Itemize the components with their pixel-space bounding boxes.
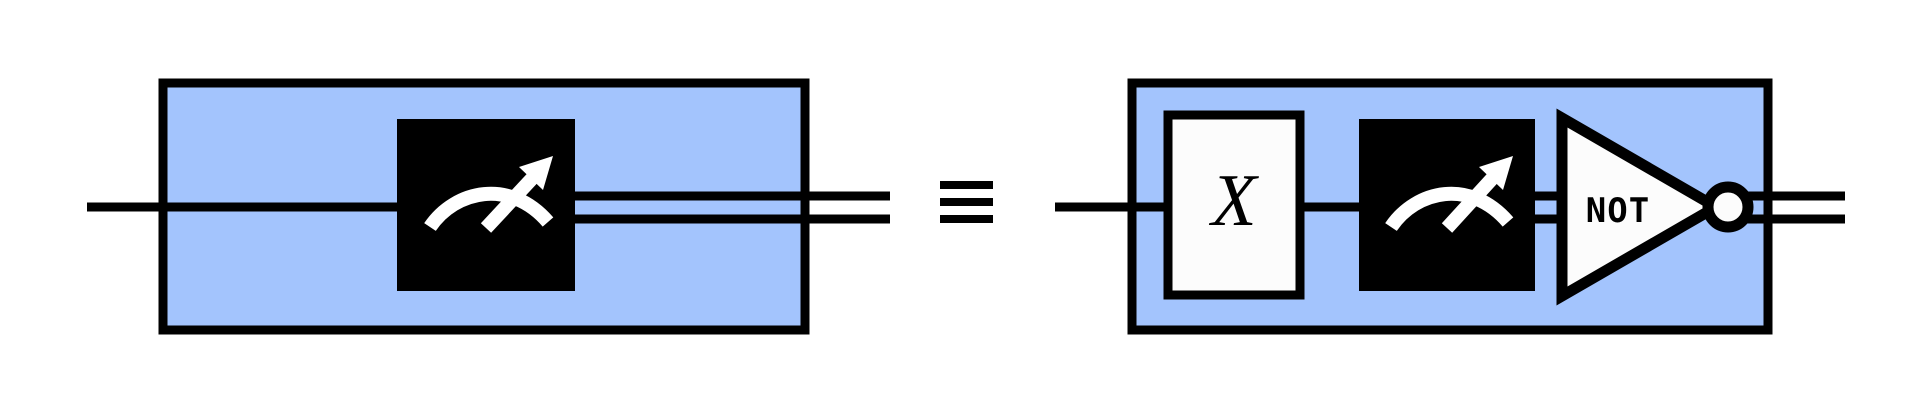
right-x-gate-body (1163, 110, 1305, 300)
measure-meter-icon (1385, 156, 1514, 233)
left-measurement-gate-body (397, 119, 575, 291)
right-x-gate-label: X (1208, 160, 1259, 242)
left-circuit (87, 78, 890, 335)
not-gate-icon (1556, 108, 1727, 306)
right-measurement-gate-body (1359, 119, 1535, 291)
left-measurement-gate[interactable] (397, 119, 575, 291)
right-not-gate-label: NOT (1586, 191, 1650, 231)
measure-meter-icon (424, 156, 554, 233)
not-gate-inversion-bubble (1702, 181, 1754, 233)
right-x-gate[interactable]: X (1163, 110, 1305, 300)
right-circuit: X NOT (1055, 78, 1845, 335)
equivalence-symbol (940, 181, 993, 223)
right-not-gate[interactable]: NOT (1556, 108, 1754, 306)
right-measurement-gate[interactable] (1359, 119, 1535, 291)
